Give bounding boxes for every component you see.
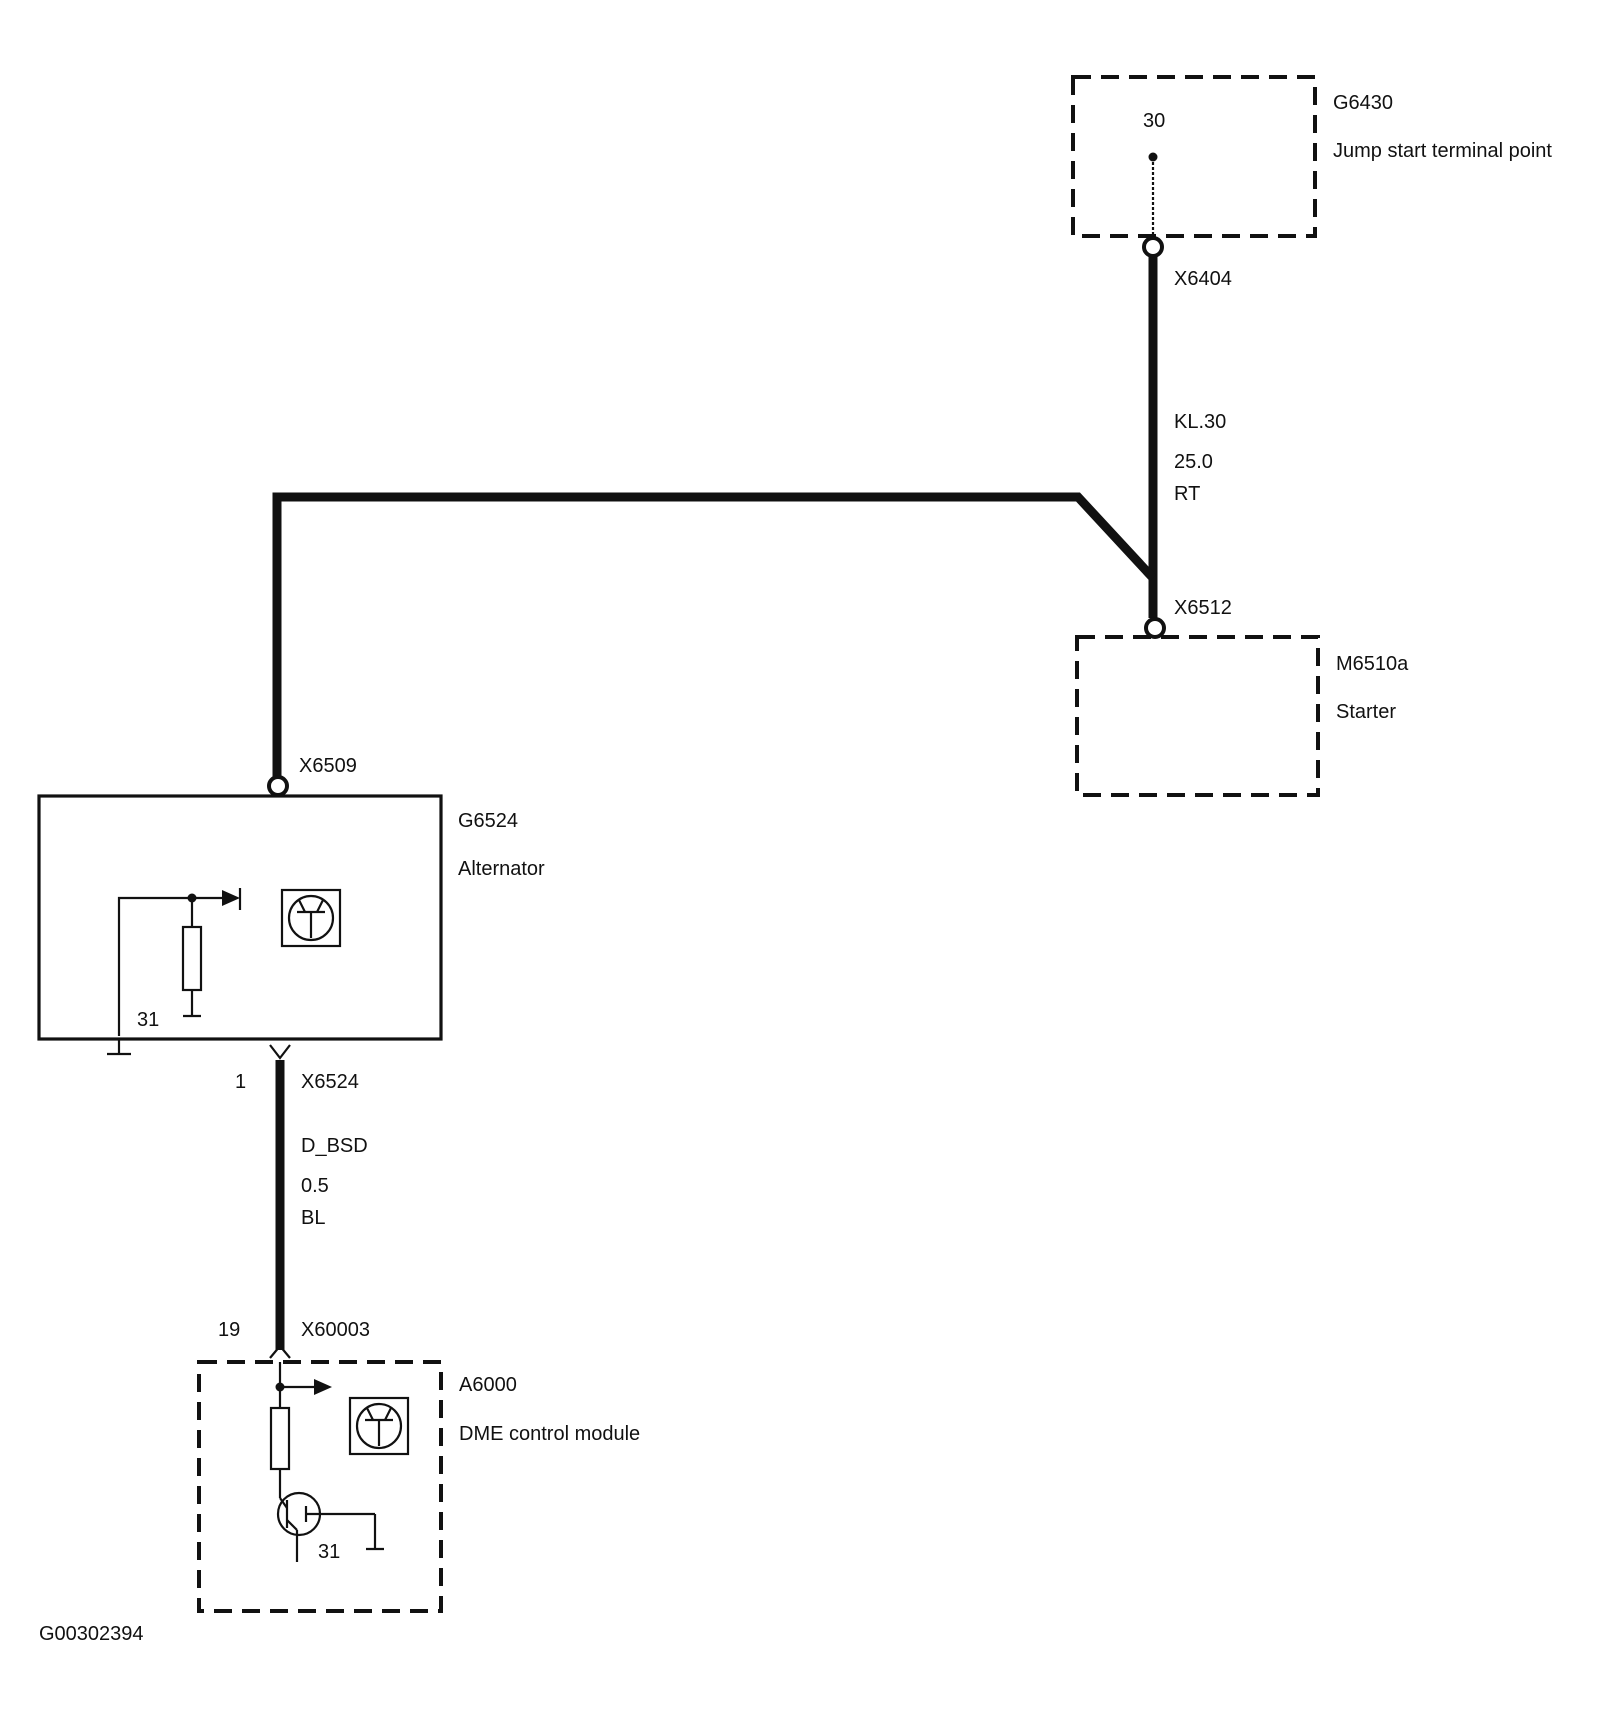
dme-code: A6000 xyxy=(459,1374,517,1396)
dme-transistor-icon xyxy=(348,1396,410,1456)
x60003-pin-label: 19 xyxy=(218,1319,240,1341)
d-bsd-color-label: BL xyxy=(301,1207,325,1229)
x6524-connector xyxy=(269,1044,291,1060)
jump-start-name: Jump start terminal point xyxy=(1333,140,1552,162)
alternator-code: G6524 xyxy=(458,810,518,832)
x6404-label: X6404 xyxy=(1174,268,1232,290)
kl30-signal-label: KL.30 xyxy=(1174,411,1226,433)
dme-input-circuit xyxy=(269,1362,384,1562)
d-bsd-gauge-label: 0.5 xyxy=(301,1175,329,1197)
starter-name: Starter xyxy=(1336,701,1396,723)
x60003-label: X60003 xyxy=(301,1319,370,1341)
x6524-pin-label: 1 xyxy=(235,1071,246,1093)
jump-start-box xyxy=(1071,75,1317,238)
kl30-branch-wire xyxy=(272,492,1157,780)
starter-code: M6510a xyxy=(1336,653,1409,675)
alternator-name: Alternator xyxy=(458,858,545,880)
x6512-label: X6512 xyxy=(1174,597,1232,619)
jump-start-terminal-label: 30 xyxy=(1143,110,1165,132)
x6404-connector xyxy=(1142,236,1164,258)
alternator-regulator-circuit xyxy=(107,888,242,1056)
dme-ground-label: 31 xyxy=(318,1541,340,1563)
alternator-transistor-icon xyxy=(280,888,342,948)
jump-start-code: G6430 xyxy=(1333,92,1393,114)
figure-id: G00302394 xyxy=(39,1623,144,1645)
x6509-label: X6509 xyxy=(299,755,357,777)
d-bsd-signal-label: D_BSD xyxy=(301,1135,368,1157)
starter-box xyxy=(1075,635,1320,797)
x6509-connector xyxy=(267,775,289,797)
x60003-connector xyxy=(269,1344,291,1359)
alternator-ground-label: 31 xyxy=(137,1009,159,1031)
x6512-connector xyxy=(1144,617,1166,639)
alternator-box xyxy=(37,794,443,1041)
dme-box xyxy=(197,1360,443,1613)
kl30-color-label: RT xyxy=(1174,483,1200,505)
kl30-gauge-label: 25.0 xyxy=(1174,451,1213,473)
dme-name: DME control module xyxy=(459,1423,640,1445)
x6524-label: X6524 xyxy=(301,1071,359,1093)
